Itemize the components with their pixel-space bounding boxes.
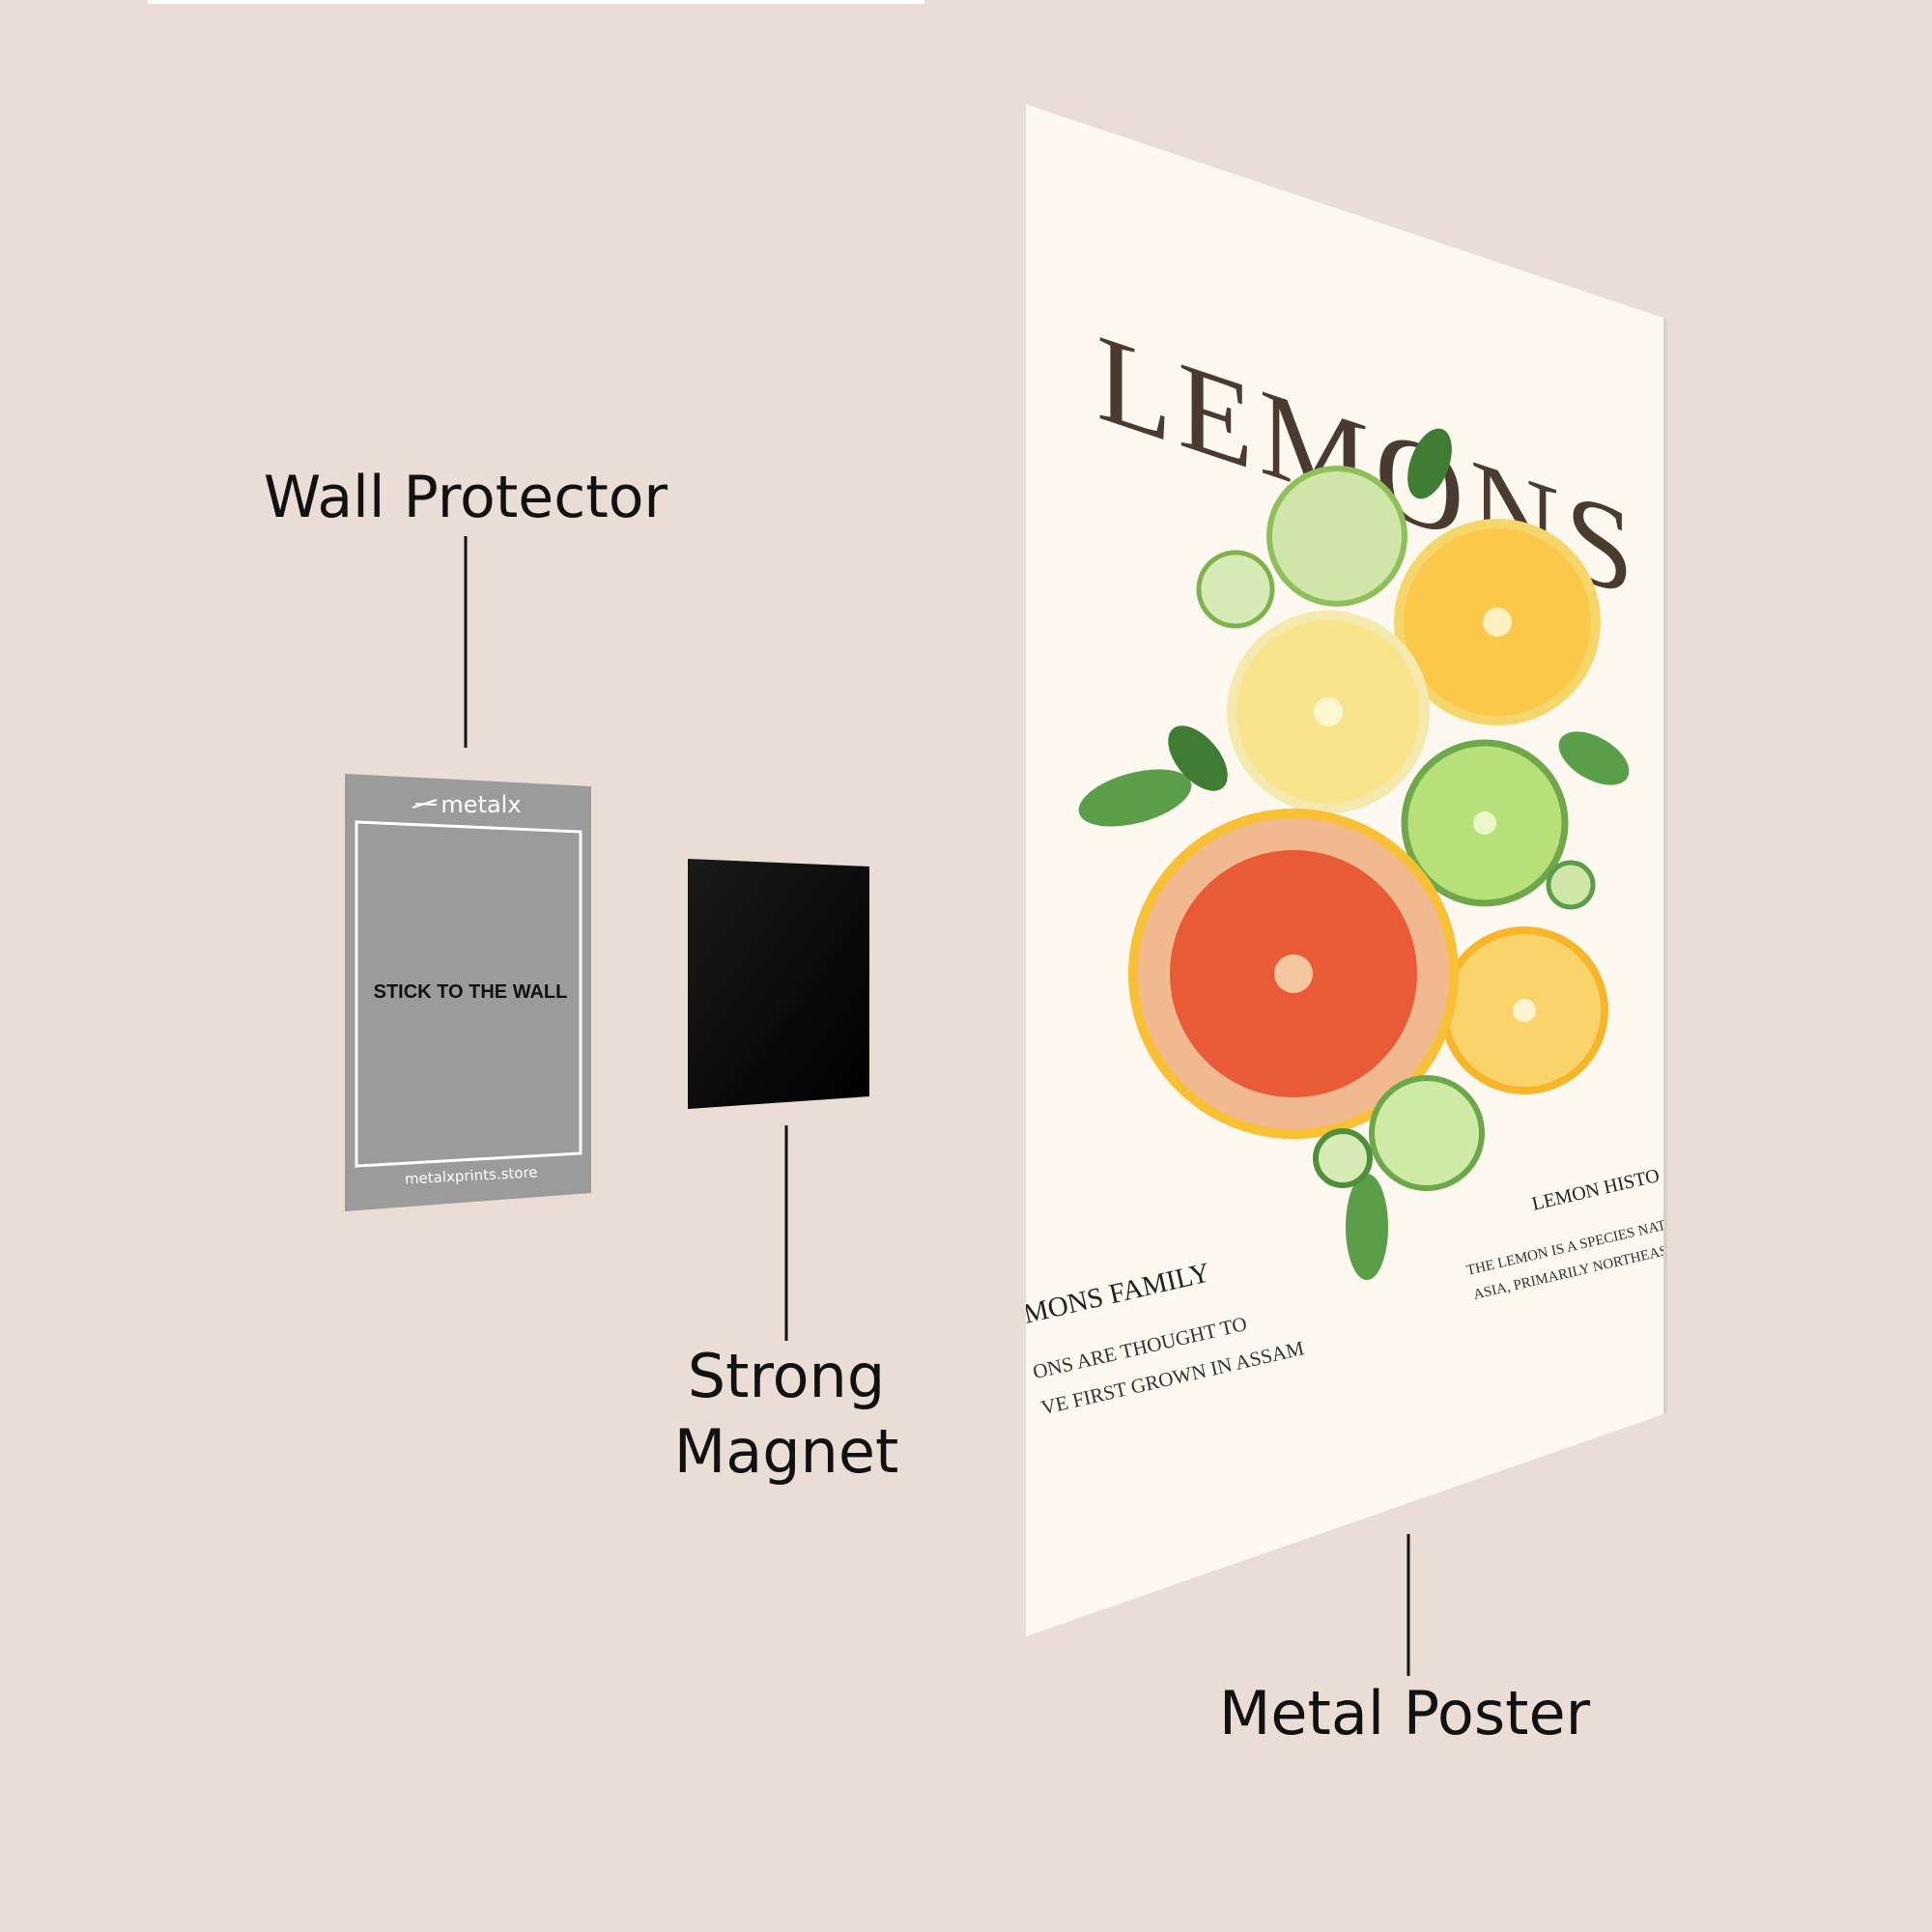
top-strip bbox=[148, 0, 924, 4]
metalx-logo-icon bbox=[412, 799, 438, 809]
magnet bbox=[688, 859, 869, 1109]
wall-protector-label: Wall Protector bbox=[264, 464, 668, 531]
metal-poster: LEMONS bbox=[1026, 104, 1667, 1636]
wall-protector-card: metalx STICK TO THE WALL metalxprints.st… bbox=[345, 774, 591, 1211]
metal-poster-label: Metal Poster bbox=[1219, 1678, 1591, 1748]
strong-magnet-label-line1: Strong bbox=[688, 1341, 885, 1411]
stick-instruction: STICK TO THE WALL bbox=[374, 981, 568, 1003]
brand-logo-text: metalx bbox=[440, 791, 521, 818]
strong-magnet-label-line2: Magnet bbox=[674, 1416, 899, 1487]
fruit-illustration bbox=[1078, 428, 1630, 1280]
